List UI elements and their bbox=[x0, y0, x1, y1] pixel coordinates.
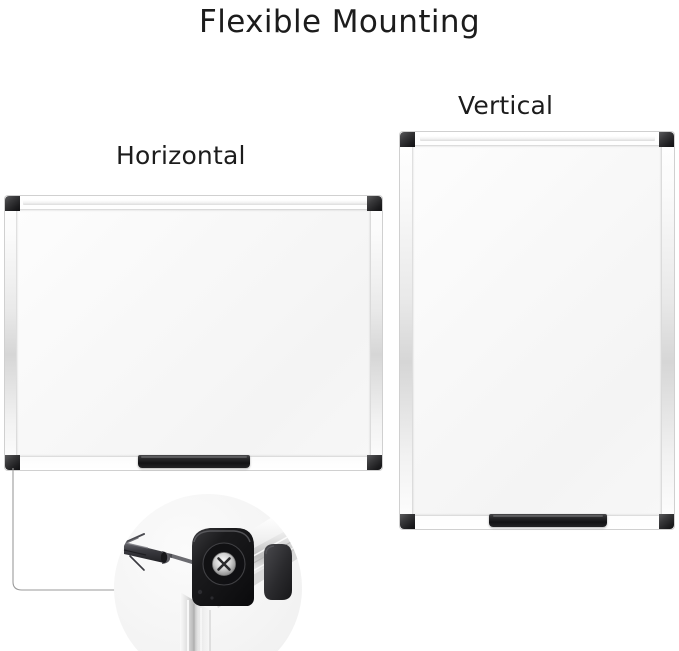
corner-cap-bottom-right bbox=[659, 514, 674, 529]
phillips-screw-head-icon bbox=[212, 552, 236, 576]
corner-cover-cap-icon bbox=[264, 544, 292, 600]
board-label-horizontal: Horizontal bbox=[116, 141, 246, 170]
marker-tray-horizontal bbox=[138, 455, 250, 468]
frame-top-rail-highlight bbox=[420, 136, 655, 141]
aluminium-post-icon bbox=[180, 592, 211, 651]
page-title: Flexible Mounting bbox=[198, 4, 481, 40]
corner-cap-bottom-right bbox=[367, 455, 382, 470]
board-label-vertical: Vertical bbox=[458, 91, 554, 120]
whiteboard-vertical bbox=[400, 132, 674, 529]
marker-tray-vertical bbox=[489, 514, 607, 527]
corner-cap-top-right bbox=[659, 132, 674, 147]
whiteboard-surface-horizontal bbox=[16, 209, 371, 457]
whiteboard-surface-vertical bbox=[412, 145, 662, 516]
corner-cap-bottom-left bbox=[5, 455, 20, 470]
wall-anchor-plug-icon bbox=[123, 533, 170, 571]
corner-cap-bottom-left bbox=[400, 514, 415, 529]
corner-cap-top-left bbox=[5, 196, 20, 211]
corner-mounting-detail-callout bbox=[114, 494, 302, 651]
callout-leader-line bbox=[12, 468, 150, 591]
whiteboard-horizontal bbox=[5, 196, 382, 470]
corner-cap-top-left bbox=[400, 132, 415, 147]
corner-cap-top-right bbox=[367, 196, 382, 211]
frame-top-rail-highlight bbox=[23, 200, 371, 205]
